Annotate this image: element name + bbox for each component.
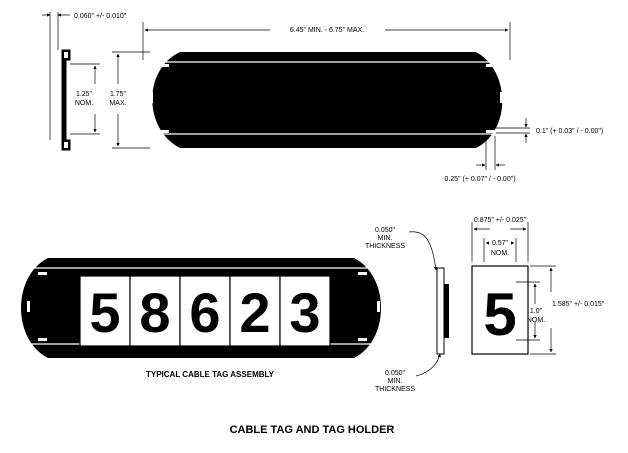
thickness-tolerance-label: 0.060" +/- 0.010": [74, 13, 127, 20]
tag-height-label: 1.585" +/- 0.015": [552, 301, 605, 308]
nominal-height-unit: NOM.: [75, 100, 93, 107]
char-height-unit: NOM.: [527, 317, 545, 324]
slot-dimension: 0.1" (+ 0.03" / - 0.00"): [496, 118, 603, 143]
char-width-value: 0.57": [492, 240, 509, 247]
nominal-height-value: 1.25": [76, 91, 93, 98]
tag-digit-1: 5: [89, 281, 120, 344]
tag-digit-2: 8: [139, 281, 170, 344]
min-thickness-top-value: 0.050": [375, 227, 396, 234]
min-thickness-bottom-value: 0.050": [385, 370, 406, 377]
tag-width-dimension: 0.875" +/- 0.025": [471, 217, 529, 262]
tag-digit-4: 2: [239, 281, 270, 344]
tag-card-5: [279, 275, 331, 347]
single-tag-front: 5: [471, 265, 529, 355]
slot-top-right: [486, 64, 495, 67]
slot-length-label: 0.25" (+ 0.07" / - 0.00"): [444, 176, 515, 183]
tag-digit-3: 6: [189, 281, 220, 344]
slot-side-left: [150, 92, 153, 103]
min-thickness-bottom-label: THICKNESS: [375, 386, 415, 393]
tag-width-label: 0.875" +/- 0.025": [474, 217, 527, 224]
slot-dimension-label: 0.1" (+ 0.03" / - 0.00"): [536, 128, 603, 135]
char-width-dimension: 0.57" NOM.: [483, 238, 517, 262]
char-height-value: 1.0": [530, 308, 543, 315]
holder-front-view: [150, 52, 506, 148]
single-tag-digit: 5: [483, 281, 516, 348]
min-thickness-top-callout: 0.050" MIN. THICKNESS: [365, 227, 438, 271]
slot-bottom-left: [160, 130, 169, 133]
length-label: 6.45" MIN. - 6.75" MAX.: [290, 27, 364, 34]
slot-side-right: [500, 92, 503, 103]
char-height-dimension: 1.0" NOM.: [516, 281, 545, 341]
slot-top-left: [160, 64, 169, 67]
drawing-title: CABLE TAG AND TAG HOLDER: [230, 424, 395, 436]
max-height-dimension: 1.75" MAX.: [109, 51, 150, 149]
tag-card-1: [79, 275, 131, 347]
tag-card-4: [229, 275, 281, 347]
tag-side-profile: [436, 267, 449, 355]
length-dimension: 6.45" MIN. - 6.75" MAX.: [142, 22, 511, 60]
slot-length-dimension: 0.25" (+ 0.07" / - 0.00"): [444, 136, 516, 183]
tag-height-dimension: 1.585" +/- 0.015": [530, 265, 605, 355]
max-height-unit: MAX.: [109, 100, 126, 107]
min-thickness-top-min: MIN.: [378, 235, 393, 242]
thickness-dimension: 0.060" +/- 0.010": [42, 12, 127, 140]
min-thickness-bottom-min: MIN.: [388, 378, 403, 385]
min-thickness-top-label: THICKNESS: [365, 243, 405, 250]
holder-side-profile: [61, 49, 71, 151]
tag-digit-5: 3: [289, 281, 320, 344]
slot-bottom-right: [486, 130, 495, 133]
assembly-label: TYPICAL CABLE TAG ASSEMBLY: [146, 370, 275, 379]
min-thickness-bottom-callout: 0.050" MIN. THICKNESS: [375, 353, 441, 393]
char-width-unit: NOM.: [491, 250, 509, 257]
assembly-tags: 5 8 6 2 3: [79, 275, 331, 347]
max-height-value: 1.75": [110, 91, 127, 98]
tag-card-2: [129, 275, 181, 347]
nominal-height-dimension: 1.25" NOM.: [70, 63, 100, 135]
tag-card-3: [179, 275, 231, 347]
